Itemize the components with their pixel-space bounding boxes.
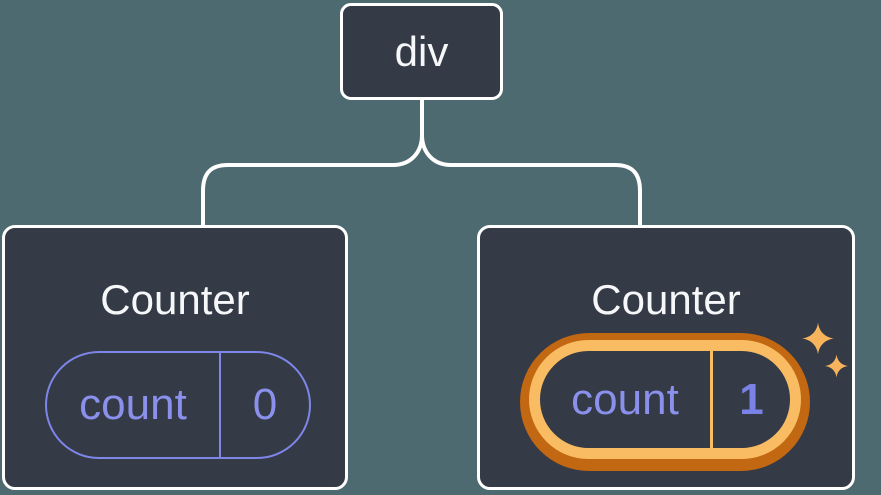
state-value: 0 bbox=[252, 380, 278, 429]
component-title: Counter bbox=[100, 276, 250, 323]
sparkle-icon-large bbox=[802, 322, 834, 355]
root-node-div: div bbox=[340, 3, 503, 100]
pill-divider bbox=[710, 351, 713, 448]
connector-left-branch bbox=[201, 99, 424, 227]
counter-card-right: Counter count 1 bbox=[477, 225, 855, 490]
state-key-label: count bbox=[79, 380, 187, 429]
state-pill-highlight-ring: count 1 bbox=[520, 333, 810, 471]
sparkle-icon-small bbox=[825, 354, 848, 378]
state-pill-highlighted: count 1 bbox=[529, 340, 801, 459]
connector-right-branch bbox=[420, 99, 642, 227]
component-title: Counter bbox=[591, 276, 741, 323]
counter-card-left: Counter count 0 bbox=[2, 225, 348, 490]
pill-divider bbox=[219, 353, 221, 457]
root-node-label: div bbox=[394, 27, 449, 75]
state-key-label: count bbox=[571, 374, 679, 424]
state-value: 1 bbox=[739, 374, 764, 424]
state-pill: count 0 bbox=[45, 351, 311, 459]
